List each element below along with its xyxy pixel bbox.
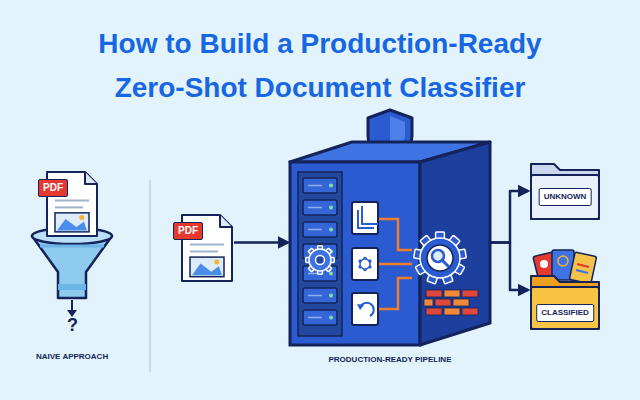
funnel <box>32 228 112 298</box>
pdf-document: PDF <box>45 170 99 238</box>
question-mark: ? <box>67 314 78 336</box>
pdf-tag: PDF <box>173 222 203 240</box>
flow-arrow <box>490 191 528 243</box>
section-label: NAIVE APPROACH <box>36 352 108 362</box>
section-label: PRODUCTION-READY PIPELINE <box>329 355 452 365</box>
pdf-tag: PDF <box>38 179 68 197</box>
folder-label: CLASSIFIED <box>536 304 594 322</box>
pipeline-server: PRODUCTION-READY PIPELINE <box>290 140 490 345</box>
classified-folder: CLASSIFIED <box>530 250 600 330</box>
title: How to Build a Production-Ready Zero-Sho… <box>60 22 580 110</box>
divider-line <box>149 180 151 372</box>
folder-label: UNKNOWN <box>539 188 592 206</box>
pdf-document: PDF <box>180 213 234 283</box>
flow-arrow <box>234 241 288 244</box>
unknown-folder: UNKNOWN <box>530 162 600 220</box>
server-outline <box>290 140 490 345</box>
down-arrow <box>67 300 77 317</box>
flow-arrow <box>490 243 528 291</box>
